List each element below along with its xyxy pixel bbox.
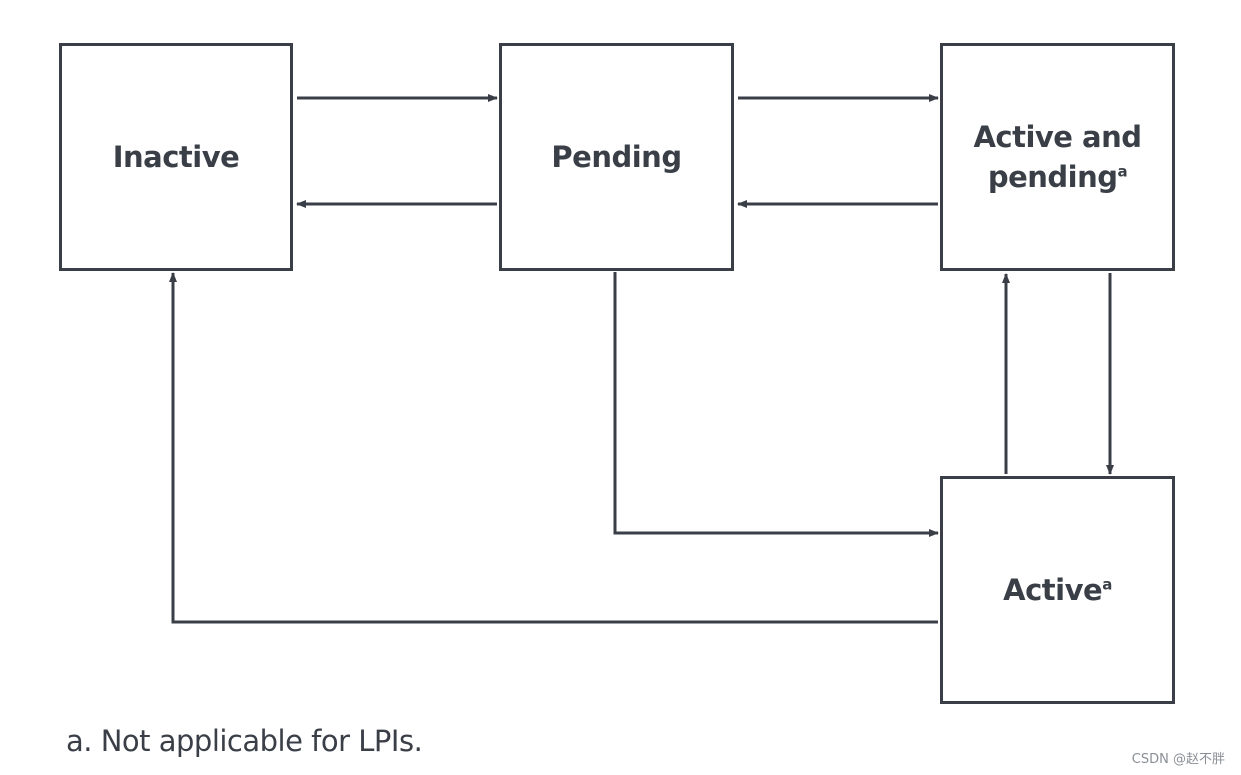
- state-active-label: Activea: [1003, 573, 1112, 607]
- state-active-and-pending-label: Active and pendinga: [973, 120, 1142, 194]
- state-pending: Pending: [499, 43, 734, 271]
- watermark: CSDN @赵不胖: [1131, 752, 1225, 767]
- state-active: Activea: [940, 476, 1175, 704]
- footnote-marker: a: [1102, 575, 1112, 594]
- arrow-pending-to-active: [613, 272, 939, 537]
- state-active-and-pending: Active and pendinga: [940, 43, 1175, 271]
- state-inactive: Inactive: [59, 43, 293, 271]
- footnote: a. Not applicable for LPIs.: [66, 724, 423, 758]
- footnote-marker: a: [1117, 162, 1128, 181]
- state-inactive-label: Inactive: [112, 140, 240, 174]
- arrow-active-to-inactive: [169, 272, 938, 624]
- state-pending-label: Pending: [551, 140, 682, 174]
